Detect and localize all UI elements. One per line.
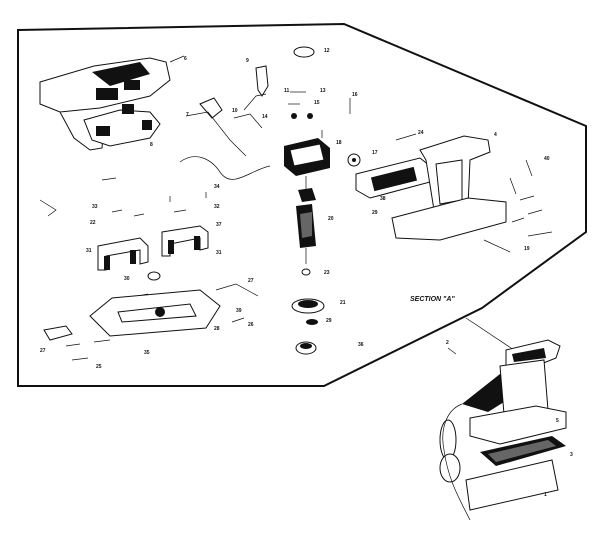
part-number: 23 xyxy=(324,270,330,276)
part-number: 38 xyxy=(380,196,386,202)
part-number: 24 xyxy=(418,130,424,136)
part-number: 29 xyxy=(372,210,378,216)
part-number: 13 xyxy=(320,88,326,94)
part-number: 25 xyxy=(96,364,102,370)
part-number: 5 xyxy=(556,418,559,424)
part-number: 29 xyxy=(326,318,332,324)
part-number: 34 xyxy=(214,184,220,190)
motor-armature-assembly xyxy=(284,130,330,276)
part-number: 7 xyxy=(186,112,189,118)
part-number: 27 xyxy=(40,348,46,354)
part-number: 35 xyxy=(144,350,150,356)
part-number: 18 xyxy=(336,140,342,146)
pad-and-bracket-parts xyxy=(39,177,259,361)
part-number: 1 xyxy=(544,492,547,498)
part-number: 22 xyxy=(90,220,96,226)
part-number: 8 xyxy=(150,142,153,148)
part-number: 31 xyxy=(86,248,92,254)
part-number: 30 xyxy=(124,276,130,282)
part-number: 16 xyxy=(352,92,358,98)
part-number: 4 xyxy=(494,132,497,138)
assembled-sander xyxy=(439,339,567,521)
handle-housing-assembly xyxy=(347,133,553,253)
part-number: 39 xyxy=(236,308,242,314)
part-number: 12 xyxy=(324,48,330,54)
section-a-label: SECTION "A" xyxy=(410,296,455,303)
leader-line xyxy=(465,317,515,351)
part-number: 36 xyxy=(358,342,364,348)
wiring-lead xyxy=(179,156,271,180)
part-number: 20 xyxy=(328,216,334,222)
gear-housing-assembly xyxy=(39,55,185,151)
part-number: 14 xyxy=(262,114,268,120)
part-number: 33 xyxy=(92,204,98,210)
part-number: 11 xyxy=(284,88,290,94)
part-number: 6 xyxy=(184,56,187,62)
part-number: 26 xyxy=(248,322,254,328)
part-number: 32 xyxy=(214,204,220,210)
section-a-boundary xyxy=(17,22,587,387)
counterweight-parts xyxy=(291,298,325,355)
part-number: 15 xyxy=(314,100,320,106)
part-number: 3 xyxy=(570,452,573,458)
part-number: 21 xyxy=(340,300,346,306)
part-number: 37 xyxy=(216,222,222,228)
part-number: 28 xyxy=(214,326,220,332)
part-number: 40 xyxy=(544,156,550,162)
brush-holder-parts xyxy=(185,46,351,157)
part-number: 17 xyxy=(372,150,378,156)
part-number: 10 xyxy=(232,108,238,114)
part-number: 2 xyxy=(446,340,449,346)
part-number: 19 xyxy=(524,246,530,252)
part-number: 9 xyxy=(246,58,249,64)
part-number: 31 xyxy=(216,250,222,256)
part-number: 27 xyxy=(248,278,254,284)
